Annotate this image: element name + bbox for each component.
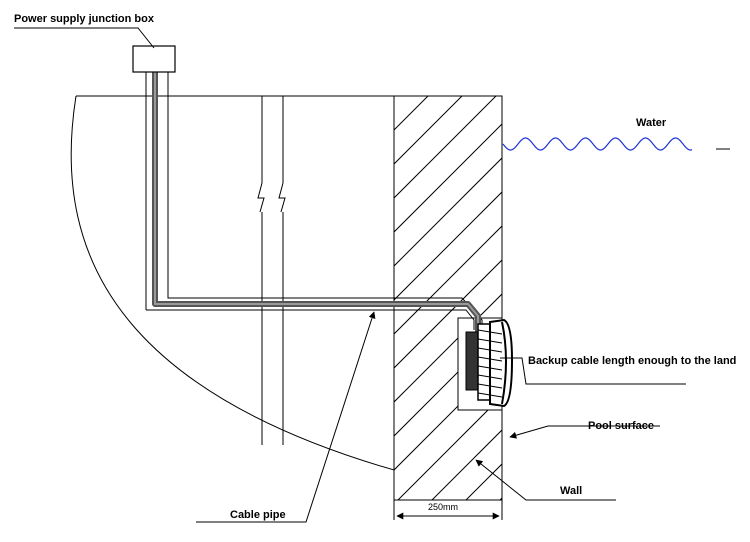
wall-hatch-line bbox=[394, 259, 502, 369]
water-label: Water bbox=[636, 117, 667, 129]
vertical-pipe bbox=[257, 96, 286, 445]
wall-hatch-line bbox=[394, 157, 502, 267]
wall-label: Wall bbox=[560, 485, 582, 497]
fixture-rib bbox=[477, 392, 503, 398]
fixture-rib bbox=[477, 374, 503, 380]
power-cable-core bbox=[154, 56, 479, 336]
wall-hatch-line bbox=[394, 361, 502, 471]
fixture-rib bbox=[477, 329, 503, 335]
wall-hatch-line bbox=[394, 225, 502, 335]
wall-hatch-line bbox=[394, 96, 395, 97]
fixture-rib bbox=[477, 383, 503, 389]
fixture-rib bbox=[477, 365, 503, 371]
leader-lines bbox=[14, 27, 686, 523]
leader-wall bbox=[475, 459, 616, 501]
pool-surface-label: Pool surface bbox=[588, 420, 654, 432]
fixture-rib bbox=[477, 338, 503, 344]
wall-hatch-line bbox=[394, 191, 502, 301]
wall-hatch-line bbox=[394, 96, 429, 131]
wall-hatch-line bbox=[499, 497, 502, 500]
fixture-rib bbox=[477, 347, 503, 353]
pool-light-fixture bbox=[465, 318, 514, 408]
leader-backup-cable bbox=[500, 357, 686, 385]
junction-box bbox=[132, 45, 176, 73]
wall-hatch-line bbox=[394, 123, 502, 233]
pipe-break-mark bbox=[257, 182, 265, 213]
backup-cable-label: Backup cable length enough to the land bbox=[528, 355, 736, 367]
pipe-break-mark bbox=[278, 182, 286, 213]
wall-hatch-line bbox=[431, 429, 502, 500]
wall-thickness-dimension bbox=[393, 500, 503, 520]
junction-box-label: Power supply junction box bbox=[14, 13, 155, 25]
wall-thickness-label: 250mm bbox=[428, 502, 458, 512]
wall-hatch-line bbox=[394, 96, 497, 199]
leader-pool-surface bbox=[509, 425, 660, 439]
water-wave bbox=[502, 137, 693, 151]
fixture-rib bbox=[477, 356, 503, 362]
leader-cable-pipe bbox=[196, 311, 376, 523]
wall-section bbox=[393, 95, 503, 501]
cable-pipe-label: Cable pipe bbox=[230, 509, 286, 521]
wall-hatch-line bbox=[397, 395, 502, 500]
leader-junction-box bbox=[14, 27, 155, 49]
soil-boundary-curve bbox=[70, 95, 503, 497]
wall-hatch-line bbox=[394, 327, 502, 437]
